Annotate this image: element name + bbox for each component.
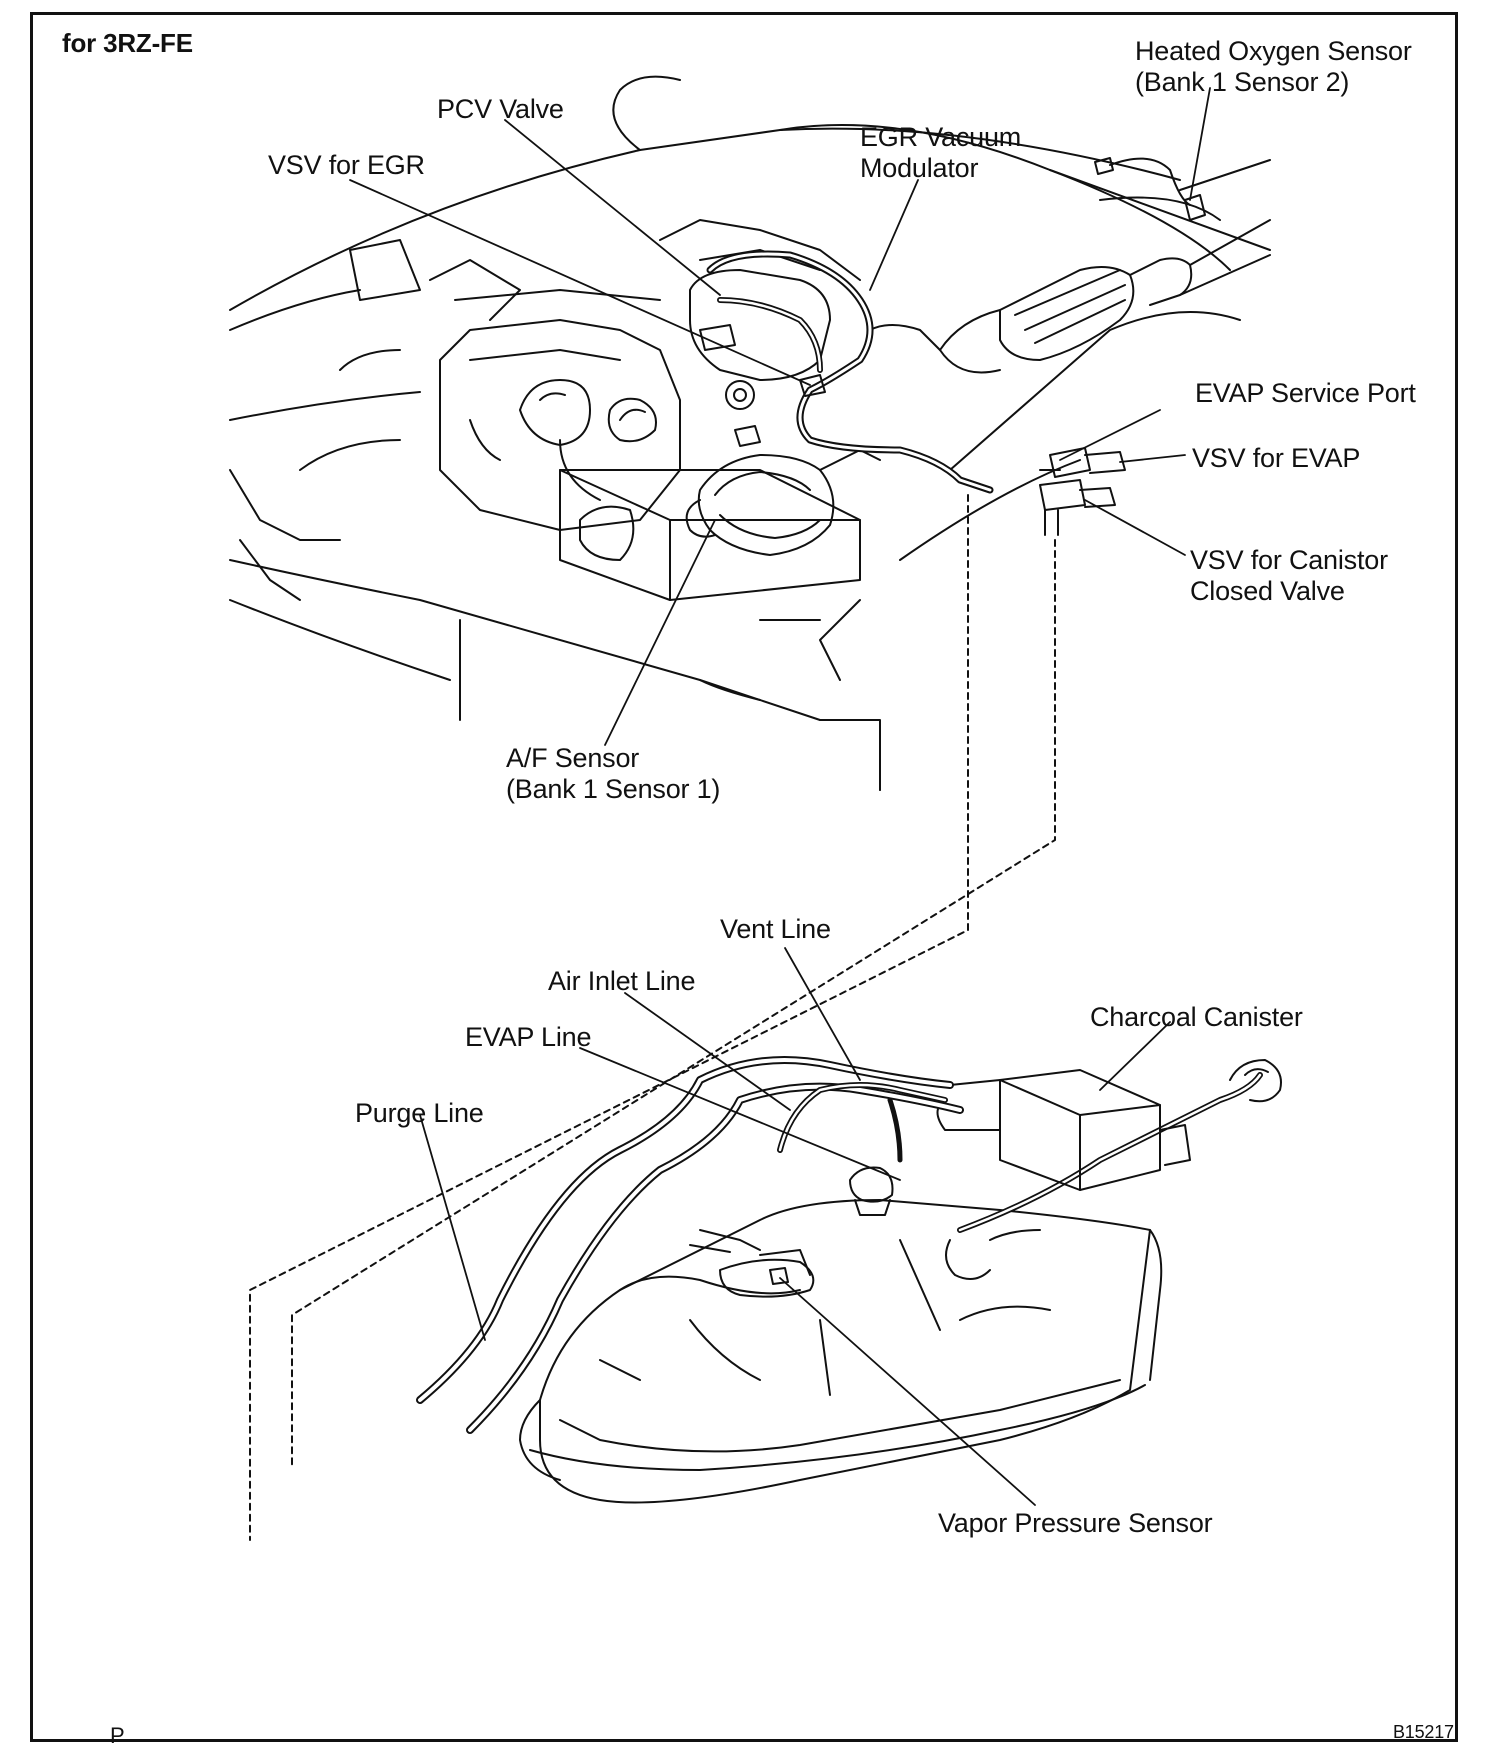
- label-heated-oxygen-sensor-line2: (Bank 1 Sensor 2): [1135, 67, 1350, 97]
- label-af-sensor-line1: A/F Sensor: [506, 743, 640, 773]
- label-vsv-canister-line1: VSV for Canistor: [1190, 545, 1388, 575]
- label-purge-line: Purge Line: [355, 1098, 484, 1128]
- label-af-sensor: A/F Sensor (Bank 1 Sensor 1): [506, 743, 720, 805]
- engine-compartment-drawing: [229, 75, 1271, 791]
- label-vsv-for-canister-closed-valve: VSV for Canistor Closed Valve: [1190, 545, 1388, 607]
- label-vsv-for-evap: VSV for EVAP: [1192, 443, 1361, 473]
- leader-lines: [349, 87, 1211, 1506]
- label-egr-vacuum-modulator-line1: EGR Vacuum: [860, 122, 1022, 152]
- label-heated-oxygen-sensor-line1: Heated Oxygen Sensor: [1135, 36, 1412, 66]
- engine-variant-title: for 3RZ-FE: [62, 28, 193, 58]
- label-evap-service-port: EVAP Service Port: [1195, 378, 1416, 408]
- label-charcoal-canister: Charcoal Canister: [1090, 1002, 1303, 1032]
- label-vent-line: Vent Line: [720, 914, 831, 944]
- label-egr-vacuum-modulator: EGR Vacuum Modulator: [860, 122, 1021, 184]
- label-heated-oxygen-sensor: Heated Oxygen Sensor (Bank 1 Sensor 2): [1135, 36, 1412, 98]
- label-air-inlet-line: Air Inlet Line: [548, 966, 696, 996]
- figure-frame: [30, 12, 1458, 1742]
- label-vapor-pressure-sensor: Vapor Pressure Sensor: [938, 1508, 1213, 1538]
- label-vsv-for-egr: VSV for EGR: [268, 150, 425, 180]
- footer-left-mark: P: [110, 1723, 125, 1748]
- label-egr-vacuum-modulator-line2: Modulator: [860, 153, 979, 183]
- label-evap-line: EVAP Line: [465, 1022, 592, 1052]
- dashed-routing-lines: [249, 494, 1056, 1541]
- label-af-sensor-line2: (Bank 1 Sensor 1): [506, 774, 721, 804]
- fuel-tank-drawing: [416, 1056, 1282, 1504]
- label-vsv-canister-line2: Closed Valve: [1190, 576, 1345, 606]
- label-pcv-valve: PCV Valve: [437, 94, 564, 124]
- figure-id: B15217: [1393, 1722, 1454, 1742]
